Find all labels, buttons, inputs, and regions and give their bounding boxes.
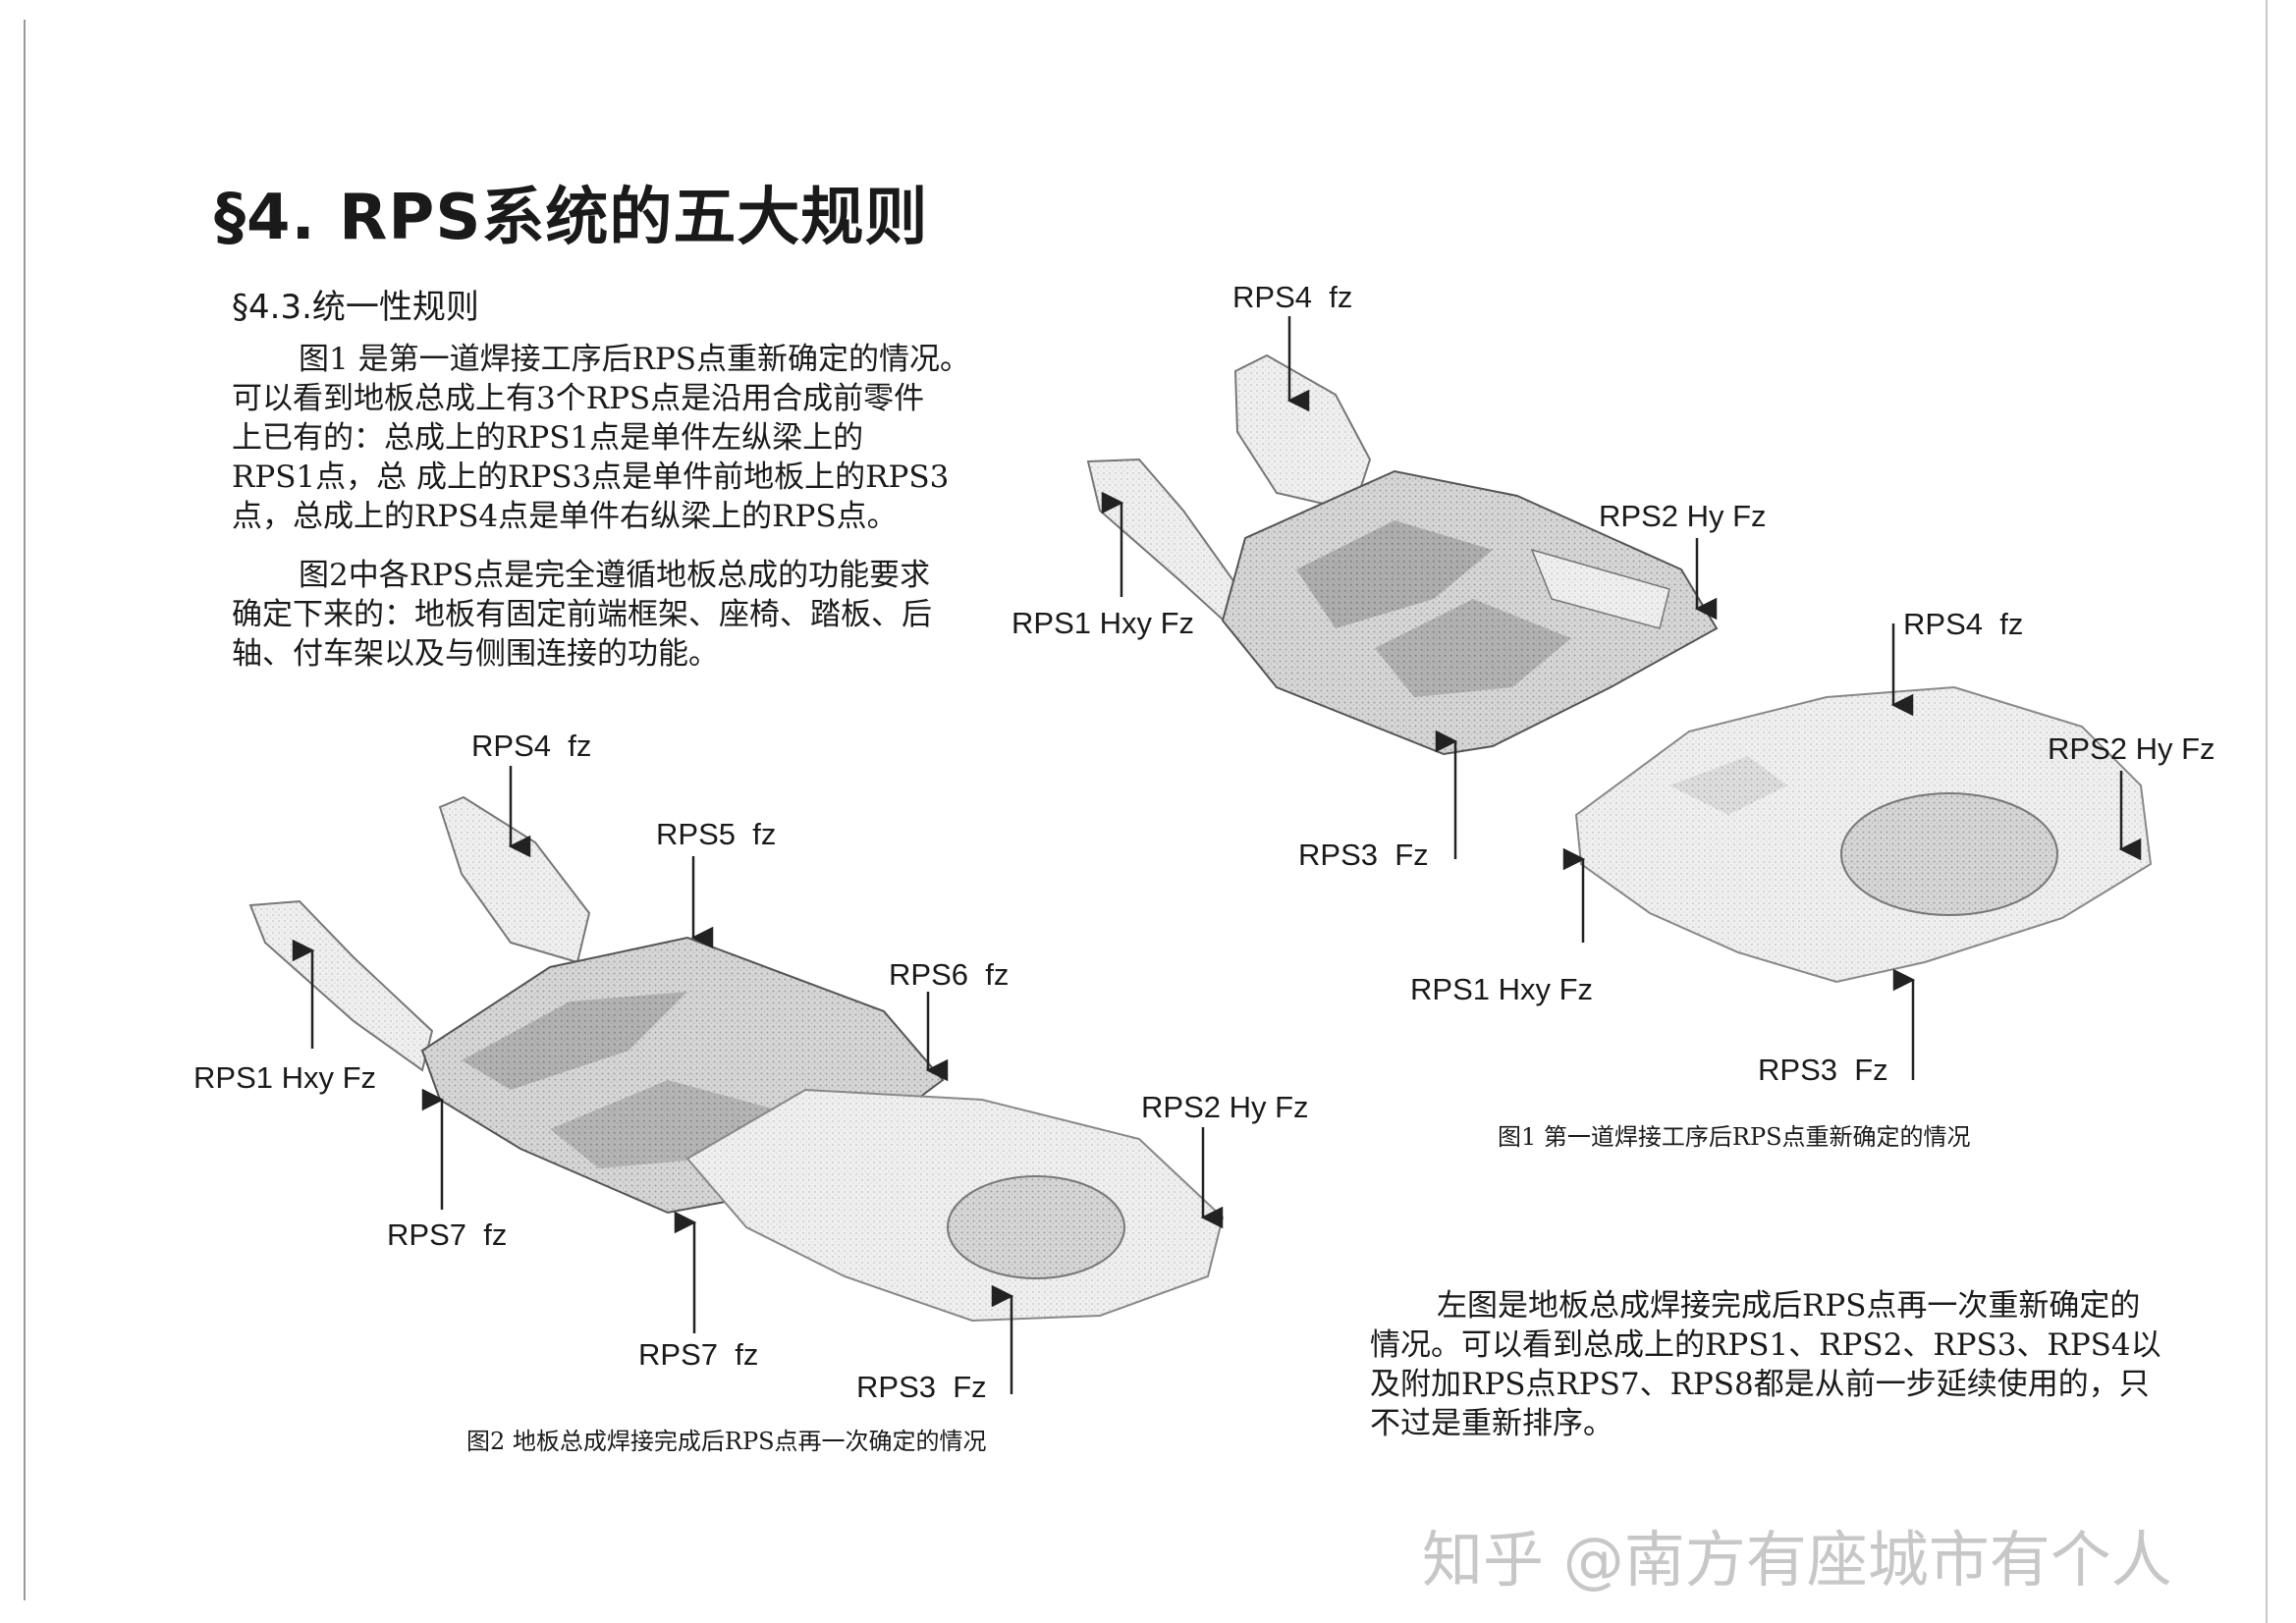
leader-arrows	[292, 316, 2142, 1394]
fig2-label-rps6: RPS6 fz	[889, 957, 1010, 992]
figure1-rear-floor-drawing	[1574, 685, 2153, 984]
page-title: §4. RPS系统的五大规则	[214, 182, 929, 254]
text-line: 左图是地板总成焊接完成后RPS点再一次重新确定的	[1437, 1288, 2141, 1324]
left-margin-rule	[24, 20, 26, 1600]
figure1-caption: 图1 第一道焊接工序后RPS点重新确定的情况	[1498, 1123, 1971, 1151]
paragraph-figure2-description: 图2中各RPS点是完全遵循地板总成的功能要求 确定下来的：地板有固定前端框架、座…	[232, 556, 932, 674]
text-line: 确定下来的：地板有固定前端框架、座椅、踏板、后	[232, 597, 932, 632]
section-heading: §4.3.统一性规则	[232, 288, 479, 327]
paragraph-left-figure-note: 左图是地板总成焊接完成后RPS点再一次重新确定的 情况。可以看到总成上的RPS1…	[1370, 1286, 2161, 1443]
fig1-rear-label-rps2: RPS2 Hy Fz	[2048, 731, 2215, 766]
text-line: RPS1点，总 成上的RPS3点是单件前地板上的RPS3	[232, 460, 950, 495]
watermark: 知乎 @南方有座城市有个人	[1422, 1524, 2172, 1596]
text-line: 及附加RPS点RPS7、RPS8都是从前一步延续使用的，只	[1370, 1367, 2150, 1402]
fig1-rear-label-rps3: RPS3 Fz	[1758, 1053, 1888, 1087]
right-margin-rule	[2266, 0, 2268, 1623]
text-line: 上已有的：总成上的RPS1点是单件左纵梁上的	[232, 420, 864, 456]
fig2-label-rps3: RPS3 Fz	[856, 1370, 987, 1404]
fig2-label-rps4: RPS4 fz	[471, 729, 592, 763]
fig1-label-rps2: RPS2 Hy Fz	[1599, 499, 1767, 533]
fig2-label-rps5: RPS5 fz	[656, 817, 777, 851]
text-line: 图2中各RPS点是完全遵循地板总成的功能要求	[299, 558, 931, 593]
figure2-caption: 图2 地板总成焊接完成后RPS点再一次确定的情况	[466, 1428, 987, 1455]
figure1-front-floor-drawing	[1086, 353, 1719, 756]
fig1-label-rps3: RPS3 Fz	[1298, 838, 1429, 872]
fig1-rear-label-rps4: RPS4 fz	[1903, 607, 2024, 641]
fig2-label-rps7a: RPS7 fz	[387, 1217, 508, 1252]
fig1-label-rps1: RPS1 Hxy Fz	[1011, 606, 1195, 640]
paragraph-figure1-description: 图1 是第一道焊接工序后RPS点重新确定的情况。 可以看到地板总成上有3个RPS…	[232, 340, 970, 536]
fig2-label-rps7b: RPS7 fz	[638, 1337, 759, 1372]
fig2-label-rps2: RPS2 Hy Fz	[1141, 1090, 1309, 1124]
text-line: 可以看到地板总成上有3个RPS点是沿用合成前零件	[232, 381, 925, 416]
text-line: 情况。可以看到总成上的RPS1、RPS2、RPS3、RPS4以	[1370, 1327, 2161, 1363]
text-line: 不过是重新排序。	[1370, 1406, 1613, 1441]
fig2-label-rps1: RPS1 Hxy Fz	[193, 1060, 377, 1095]
text-line: 图1 是第一道焊接工序后RPS点重新确定的情况。	[299, 342, 971, 377]
text-line: 轴、付车架以及与侧围连接的功能。	[232, 636, 719, 672]
fig1-rear-label-rps1: RPS1 Hxy Fz	[1410, 972, 1594, 1006]
text-line: 点，总成上的RPS4点是单件右纵梁上的RPS点。	[232, 499, 898, 534]
figure2-floor-assembly-drawing	[248, 795, 1225, 1323]
fig1-label-rps4: RPS4 fz	[1232, 280, 1353, 314]
